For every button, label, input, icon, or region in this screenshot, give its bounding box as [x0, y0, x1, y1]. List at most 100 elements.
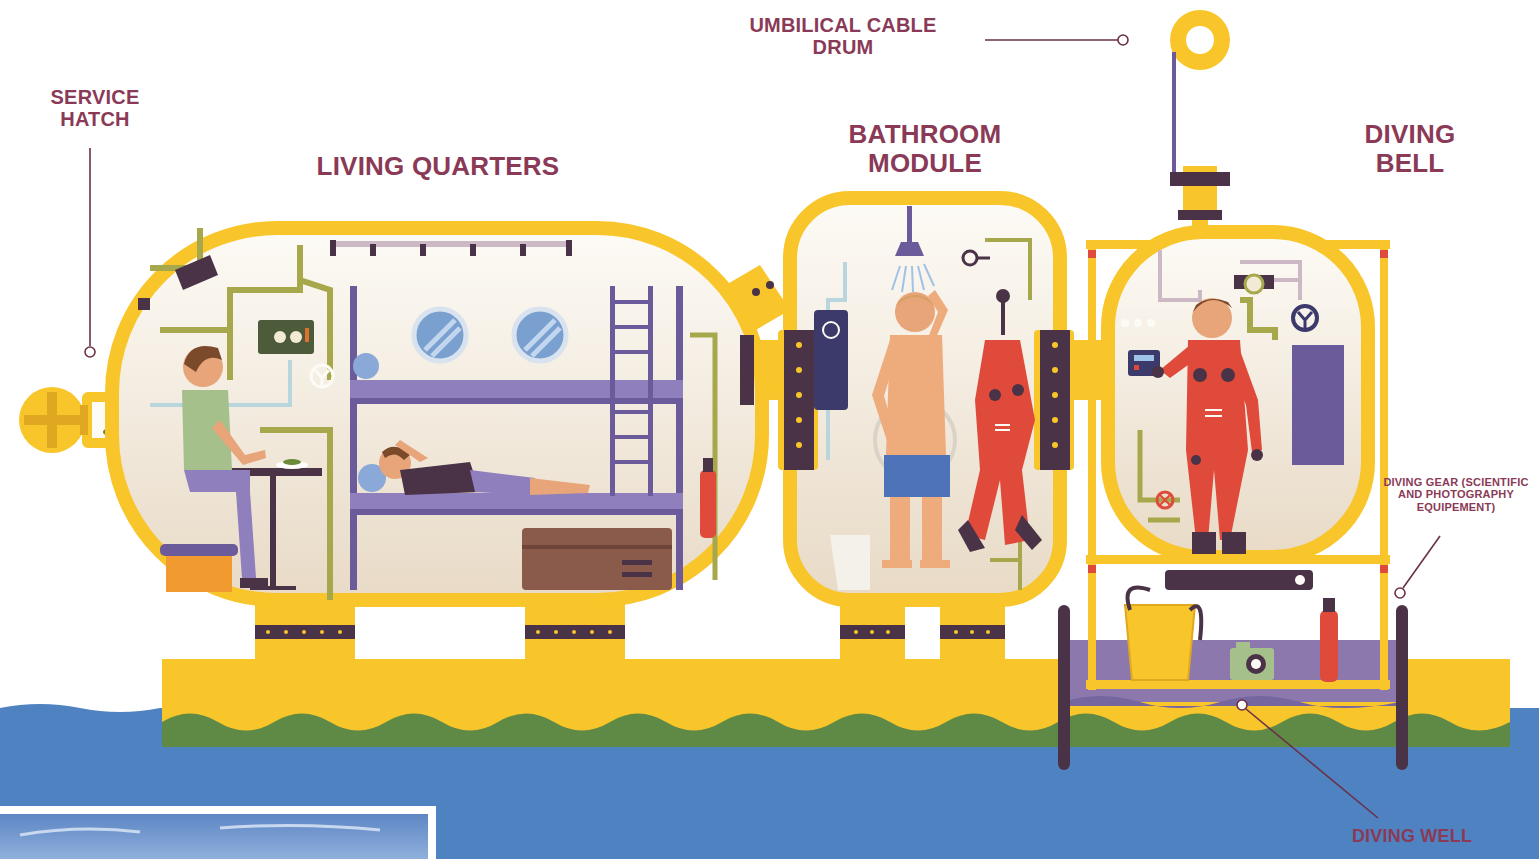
diving-bell-part	[1186, 26, 1214, 54]
leader-lines-part	[1395, 588, 1405, 598]
diving-bell-part	[1134, 355, 1154, 361]
living-quarters-module	[112, 228, 762, 600]
living-quarters-module-part	[622, 560, 652, 565]
diving-well	[1062, 640, 1400, 708]
living-quarters-module-part	[350, 380, 683, 400]
living-quarters-module-part-part	[470, 244, 476, 256]
diving-bell-part	[1251, 449, 1263, 461]
diving-bell-part	[1320, 610, 1338, 682]
diving-bell-part	[1205, 410, 1222, 416]
living-quarters-module-part-part	[520, 244, 526, 256]
living-quarters-module-part	[350, 493, 683, 511]
living-quarters-module-part	[175, 255, 218, 290]
living-quarters-module-part	[522, 528, 672, 590]
support-legs-part-part	[266, 630, 270, 634]
diving-bell-part	[1246, 654, 1266, 674]
bathroom-module-part	[922, 497, 942, 562]
living-quarters-module-part	[240, 578, 268, 588]
living-quarters-module-part	[350, 286, 357, 590]
bathroom-module-part	[784, 330, 814, 470]
support-legs-part	[525, 625, 625, 639]
diving-bell-part	[1293, 306, 1317, 330]
photo-inset	[0, 806, 436, 859]
living-quarters-module-part-part	[610, 300, 653, 304]
bathroom-module-part	[995, 425, 1010, 430]
bathroom-module-part-part	[1052, 342, 1058, 348]
living-quarters-module-part	[274, 331, 286, 343]
support-legs-part-part	[554, 630, 558, 634]
leader-lines	[85, 35, 1440, 818]
living-quarters-module-part	[305, 328, 309, 342]
support-legs-part-part	[986, 630, 990, 634]
support-legs-part	[255, 625, 355, 639]
leader-lines-part	[1237, 700, 1247, 710]
living-quarters-module-part	[315, 370, 329, 387]
service-hatch-part	[80, 405, 88, 435]
part-label: UMBILICAL CABLE DRUM	[733, 14, 953, 59]
support-legs-part-part	[608, 630, 612, 634]
photo-inset-part	[20, 825, 380, 835]
part-label: DIVING WELL	[1352, 826, 1472, 846]
diving-bell-part	[1134, 365, 1139, 370]
bathroom-module-part	[830, 535, 870, 590]
diving-bell-part	[1292, 345, 1344, 465]
living-quarters-module-part	[530, 478, 590, 495]
living-quarters-module-part	[283, 459, 301, 465]
bathroom-module-part	[963, 251, 977, 265]
support-legs-part-part	[284, 630, 288, 634]
part-label: DIVING BELL	[1350, 120, 1470, 178]
living-quarters-module-part	[610, 300, 653, 464]
diving-bell-part	[1193, 368, 1207, 382]
bathroom-module-part	[928, 290, 948, 340]
leader-lines-part	[1118, 35, 1128, 45]
bathroom-module-part-part	[796, 342, 802, 348]
diving-bell-part	[1396, 605, 1408, 770]
diving-bell-part	[1222, 532, 1246, 554]
bathroom-module-part	[890, 497, 910, 562]
support-legs-part	[840, 598, 905, 659]
diving-bell-part-part	[1380, 250, 1388, 258]
photo-inset-part	[0, 806, 436, 859]
living-quarters-module-part	[514, 309, 566, 361]
photo-inset-part	[0, 814, 428, 859]
support-legs-part-part	[590, 630, 594, 634]
living-quarters-module-part	[270, 476, 276, 588]
bathroom-module-part	[884, 455, 950, 497]
diving-bell-part	[1191, 455, 1201, 465]
support-legs-part-part	[970, 630, 974, 634]
diving-bell-part	[1157, 492, 1173, 508]
bathroom-module-part	[1040, 330, 1070, 470]
diving-bell-part	[1298, 312, 1312, 330]
diving-bell-part-part	[1088, 250, 1096, 258]
diving-bell-part	[1165, 570, 1313, 590]
bathroom-module-part-part	[796, 392, 802, 398]
living-quarters-module-part	[740, 335, 754, 405]
living-quarters-module-part	[700, 470, 716, 538]
support-legs-part-part	[320, 630, 324, 634]
living-quarters-module-part	[160, 544, 238, 556]
diving-bell-part	[1086, 680, 1390, 689]
diving-bell-part	[1221, 368, 1235, 382]
diving-bell-part	[1160, 345, 1195, 378]
diving-bell-part	[1251, 659, 1261, 669]
bathroom-module-part-part	[1052, 417, 1058, 423]
living-quarters-module-part	[166, 556, 232, 592]
diving-bell-part	[1193, 299, 1232, 312]
living-quarters-module-part	[300, 245, 330, 380]
living-quarters-module-part	[183, 347, 223, 387]
diving-bell-part	[1323, 598, 1335, 612]
living-quarters-module-part	[622, 572, 652, 577]
living-quarters-module-part	[414, 309, 466, 361]
bathroom-module-part	[965, 340, 1035, 545]
bathroom-module-part-part	[1052, 442, 1058, 448]
support-legs-part-part	[886, 630, 890, 634]
diving-bell-part	[1380, 240, 1388, 690]
living-quarters-module-part	[258, 320, 314, 354]
diving-bell-part-part	[1380, 565, 1388, 573]
bathroom-module-part	[1012, 384, 1024, 396]
support-legs-part	[940, 598, 1005, 659]
diving-bell-part	[1232, 345, 1262, 452]
diving-bell-part-part	[1147, 319, 1155, 327]
bathroom-module-part-part	[912, 266, 913, 292]
